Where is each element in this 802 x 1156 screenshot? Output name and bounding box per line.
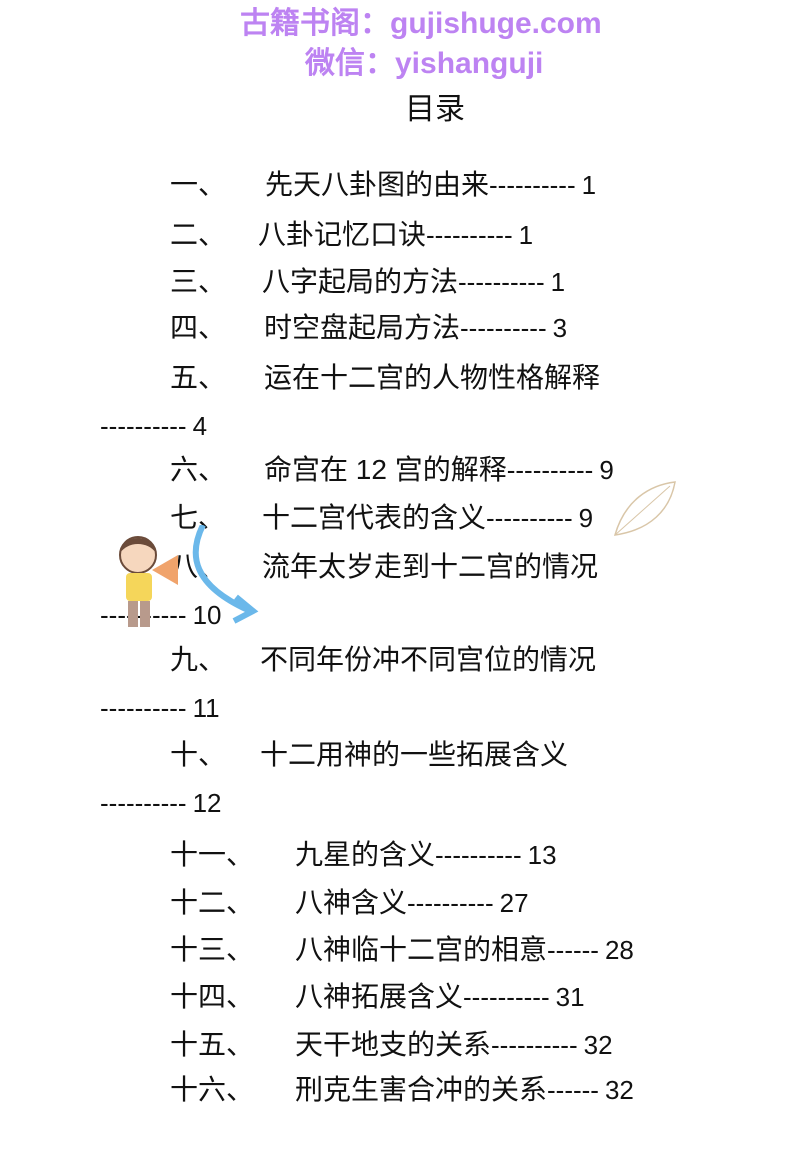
toc-entry-page: ----------1 bbox=[426, 220, 533, 250]
leader-dashes: ---------- bbox=[435, 840, 522, 870]
leaf-decoration bbox=[613, 481, 676, 536]
leader-dashes: ---------- bbox=[100, 693, 187, 723]
toc-entry-number: 三、 bbox=[170, 266, 227, 297]
toc-entry-page: ------32 bbox=[547, 1075, 634, 1105]
toc-entry-title: 十二宫代表的含义----------9 bbox=[262, 500, 593, 536]
toc-entry-text: 刑克生害合冲的关系 bbox=[295, 1074, 548, 1105]
toc-entry-number: 十六、 bbox=[170, 1074, 255, 1105]
toc-entry-page: ----------1 bbox=[458, 267, 565, 297]
toc-entry-title: 先天八卦图的由来----------1 bbox=[265, 167, 596, 203]
leader-dashes: ---------- bbox=[407, 888, 494, 918]
leader-dashes: ------ bbox=[547, 1075, 599, 1105]
watermark-site: 古籍书阁：gujishuge.com bbox=[240, 7, 602, 40]
toc-entry-number: 十五、 bbox=[170, 1029, 255, 1060]
toc-entry-title: 八神临十二宫的相意------28 bbox=[295, 932, 634, 968]
toc-entry-text: 先天八卦图的由来 bbox=[265, 169, 490, 200]
toc-entry-text: 天干地支的关系 bbox=[295, 1029, 492, 1060]
toc-entry-title: 命宫在 12 宫的解释----------9 bbox=[264, 452, 614, 488]
toc-entry-page: ----------12 bbox=[100, 785, 222, 821]
toc-entry-text: 命宫在 12 宫的解释 bbox=[264, 454, 507, 485]
toc-entry-number: 十四、 bbox=[170, 981, 255, 1012]
page-number: 12 bbox=[192, 788, 222, 818]
leader-dashes: ---------- bbox=[486, 503, 573, 533]
toc-entry-page: ----------11 bbox=[100, 690, 220, 726]
toc-entry-text: 八字起局的方法 bbox=[262, 266, 459, 297]
leader-dashes: ---------- bbox=[100, 411, 187, 441]
page-number: 1 bbox=[550, 267, 566, 297]
page-number: 1 bbox=[581, 170, 597, 200]
page-number: 28 bbox=[604, 935, 634, 965]
toc-entry-page: ----------27 bbox=[407, 888, 529, 918]
toc-entry-text: 十二宫代表的含义 bbox=[262, 502, 487, 533]
toc-entry-text: 九星的含义 bbox=[295, 839, 436, 870]
toc-entry-number: 九、 bbox=[170, 644, 227, 675]
toc-entry-text: 八卦记忆口诀 bbox=[258, 219, 427, 250]
toc-entry-title: 天干地支的关系----------32 bbox=[295, 1027, 613, 1063]
toc-entry-page: ----------32 bbox=[491, 1030, 613, 1060]
page-number: 4 bbox=[192, 411, 208, 441]
toc-entry-text: 八神拓展含义 bbox=[295, 981, 464, 1012]
toc-entry-text: 运在十二宫的人物性格解释 bbox=[264, 362, 601, 393]
page-title: 目录 bbox=[405, 93, 465, 126]
toc-entry-page: ----------9 bbox=[486, 503, 593, 533]
watermark-wechat: 微信：yishanguji bbox=[305, 47, 544, 80]
toc-entry-title: 八神拓展含义----------31 bbox=[295, 979, 585, 1015]
toc-entry-title: 八字起局的方法----------1 bbox=[262, 264, 565, 300]
toc-entry-title: 八卦记忆口诀----------1 bbox=[258, 217, 533, 253]
toc-entry-number: 五、 bbox=[170, 362, 227, 393]
toc-entry-page: ----------9 bbox=[507, 455, 614, 485]
page-number: 3 bbox=[552, 313, 568, 343]
leader-dashes: ---------- bbox=[426, 220, 513, 250]
toc-entry-number: 六、 bbox=[170, 454, 227, 485]
toc-entry-number: 十三、 bbox=[170, 934, 255, 965]
leader-dashes: ---------- bbox=[463, 982, 550, 1012]
toc-entry-title: 流年太岁走到十二宫的情况 bbox=[262, 549, 598, 585]
page-number: 13 bbox=[527, 840, 557, 870]
leader-dashes: ------ bbox=[547, 935, 599, 965]
leader-dashes: ---------- bbox=[100, 788, 187, 818]
toc-entry-title: 刑克生害合冲的关系------32 bbox=[295, 1072, 634, 1108]
toc-entry-title: 运在十二宫的人物性格解释 bbox=[264, 360, 600, 396]
toc-entry-number: 十二、 bbox=[170, 887, 255, 918]
toc-entry-title: 十二用神的一些拓展含义 bbox=[260, 737, 568, 773]
toc-entry-text: 十二用神的一些拓展含义 bbox=[260, 739, 569, 770]
toc-entry-number: 七、 bbox=[170, 502, 227, 533]
leader-dashes: ---------- bbox=[491, 1030, 578, 1060]
page-number: 27 bbox=[499, 888, 529, 918]
toc-entry-page: ----------31 bbox=[463, 982, 585, 1012]
toc-entry-text: 时空盘起局方法 bbox=[264, 312, 461, 343]
toc-entry-page: ----------3 bbox=[460, 313, 567, 343]
toc-entry-title: 时空盘起局方法----------3 bbox=[264, 310, 567, 346]
page-number: 32 bbox=[583, 1030, 613, 1060]
leader-dashes: ---------- bbox=[460, 313, 547, 343]
toc-entry-text: 流年太岁走到十二宫的情况 bbox=[262, 551, 599, 582]
page-number: 9 bbox=[599, 455, 614, 485]
toc-entry-text: 八神含义 bbox=[295, 887, 408, 918]
toc-entry-page: ------28 bbox=[547, 935, 634, 965]
toc-entry-page: ----------1 bbox=[489, 170, 596, 200]
toc-entry-number: 一、 bbox=[170, 169, 227, 200]
page-number: 11 bbox=[192, 693, 220, 723]
page-number: 32 bbox=[604, 1075, 634, 1105]
leader-dashes: ---------- bbox=[506, 455, 594, 485]
toc-entry-number: 十、 bbox=[170, 739, 227, 770]
page-number: 9 bbox=[578, 503, 594, 533]
leader-dashes: ---------- bbox=[458, 267, 545, 297]
toc-entry-page: ----------4 bbox=[100, 408, 207, 444]
leader-dashes: ---------- bbox=[489, 170, 576, 200]
toc-entry-title: 八神含义----------27 bbox=[295, 885, 529, 921]
toc-entry-title: 九星的含义----------13 bbox=[295, 837, 557, 873]
page-number: 1 bbox=[518, 220, 534, 250]
toc-entry-number: 二、 bbox=[170, 219, 227, 250]
toc-entry-number: 十一、 bbox=[170, 839, 255, 870]
toc-entry-number: 四、 bbox=[170, 312, 227, 343]
page-number: 31 bbox=[555, 982, 585, 1012]
toc-entry-text: 八神临十二宫的相意 bbox=[295, 934, 548, 965]
page-number: 10 bbox=[192, 600, 222, 630]
toc-entry-title: 不同年份冲不同宫位的情况 bbox=[260, 642, 596, 678]
toc-entry-page: ----------13 bbox=[435, 840, 557, 870]
toc-entry-text: 不同年份冲不同宫位的情况 bbox=[260, 644, 597, 675]
mascot-illustration bbox=[119, 525, 259, 627]
